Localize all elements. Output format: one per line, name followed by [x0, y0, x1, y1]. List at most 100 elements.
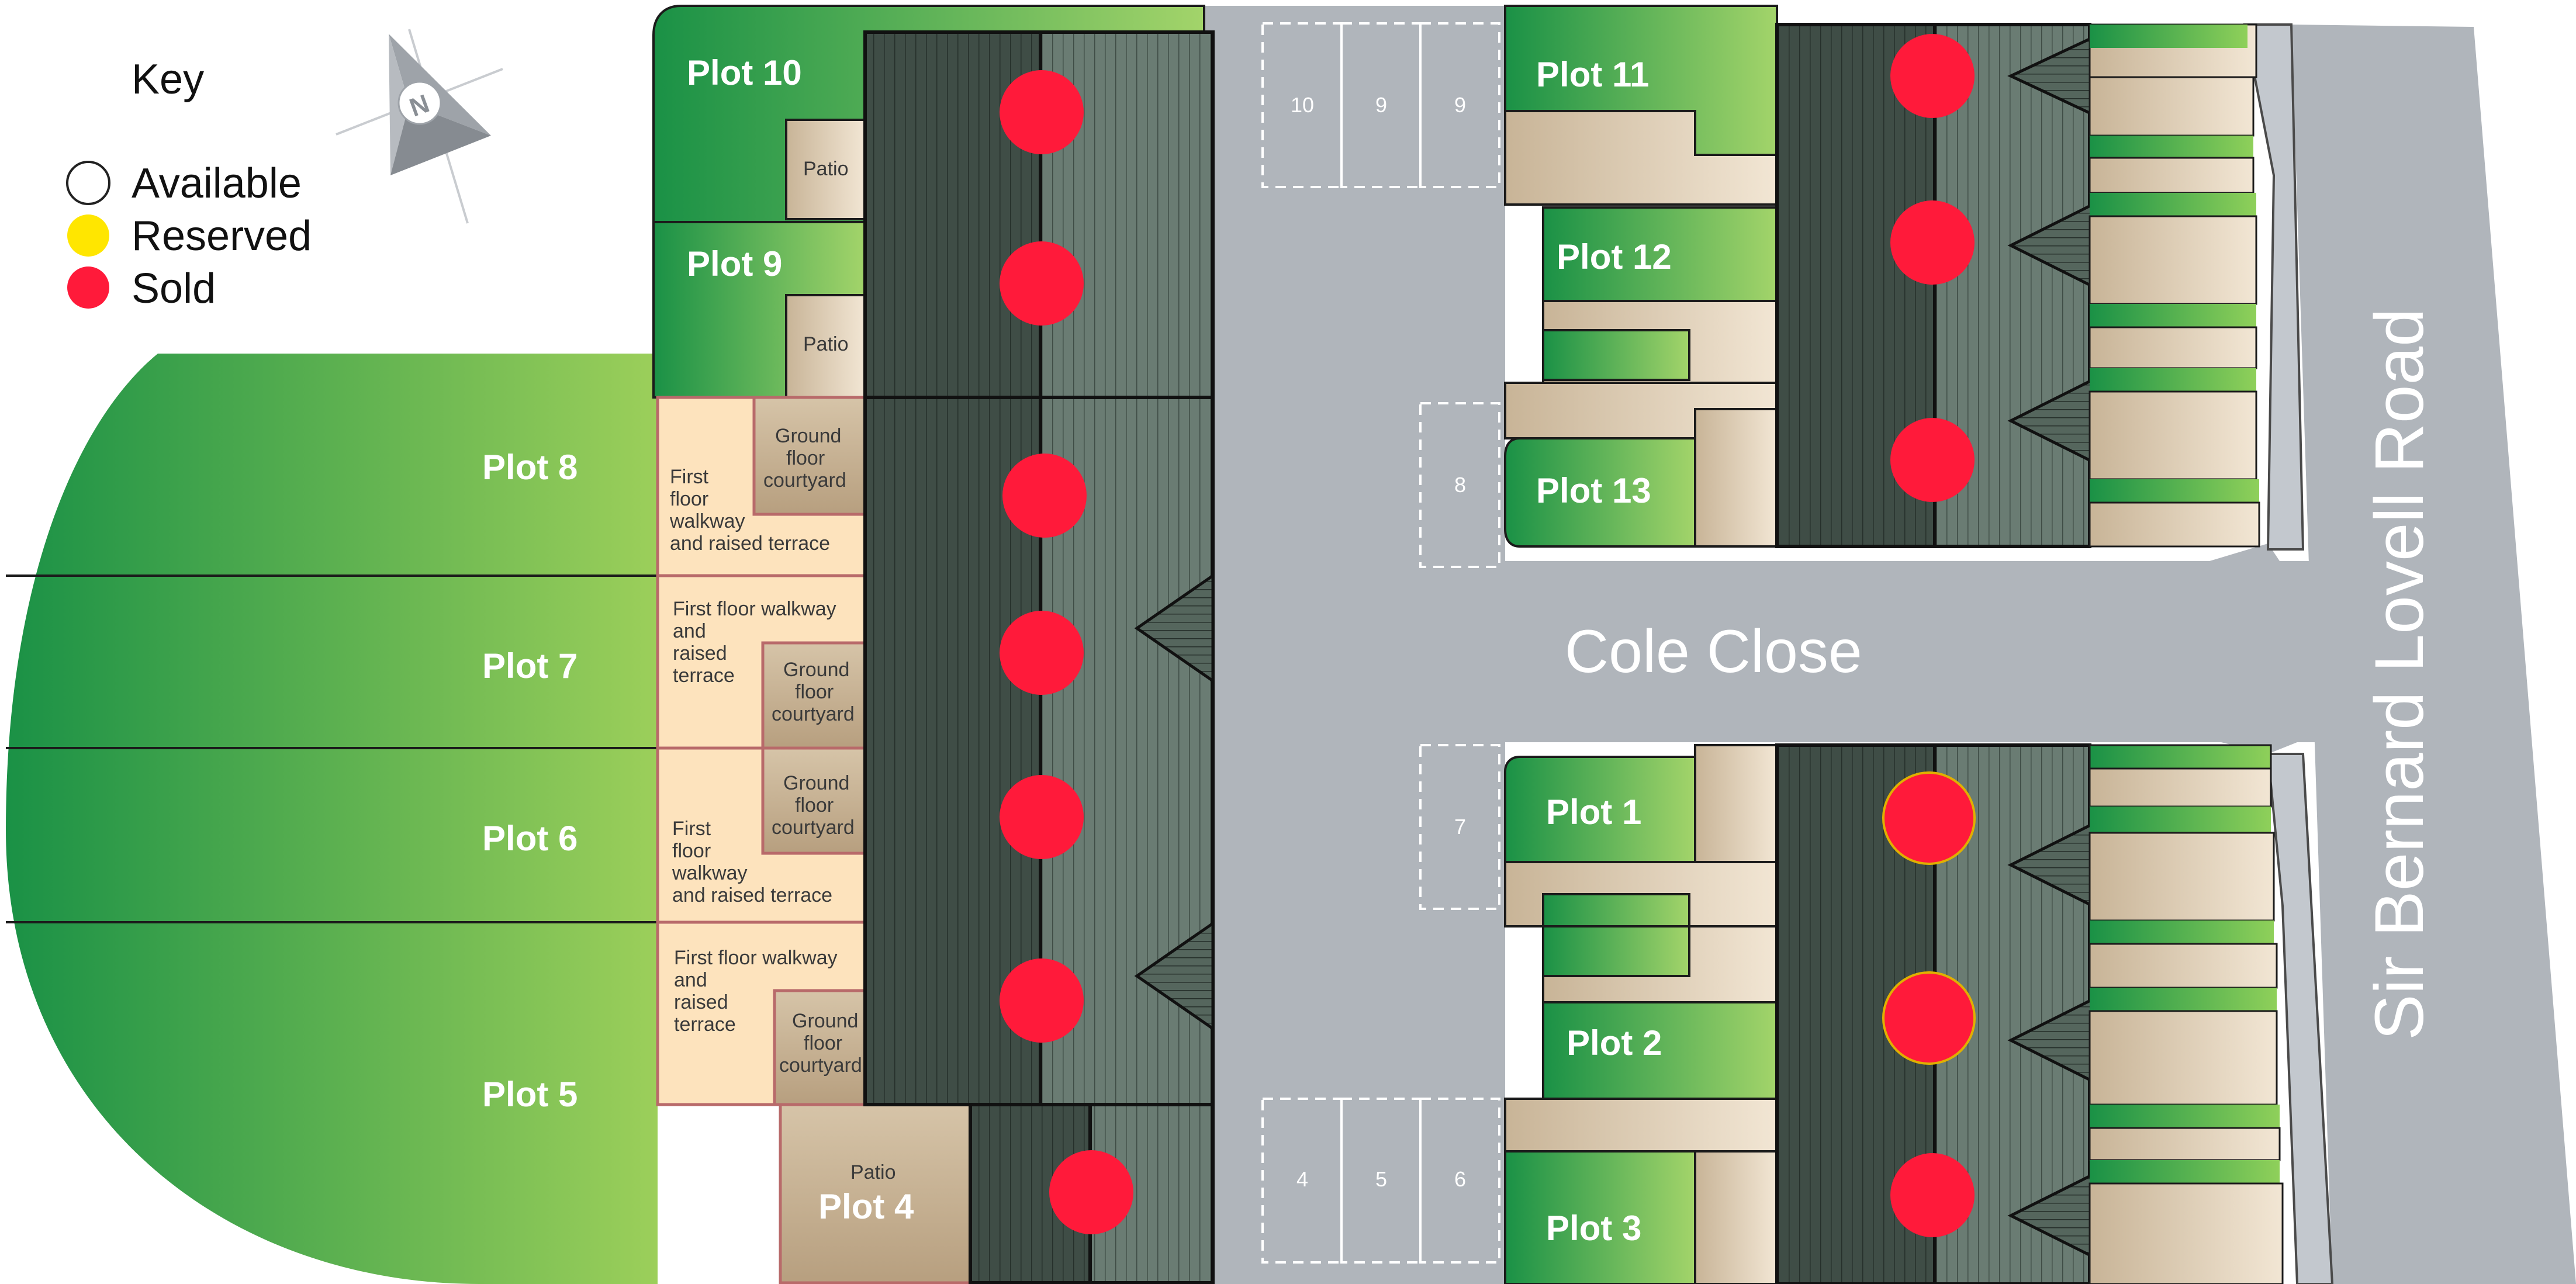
- sold-markers: [1000, 34, 1976, 1237]
- sold-marker-plot-8: [1002, 454, 1087, 538]
- svg-text:courtyard: courtyard: [772, 816, 855, 839]
- svg-text:and: and: [673, 620, 706, 642]
- patio-plot-13b: [1694, 408, 1778, 548]
- key-swatch-sold: [67, 267, 109, 309]
- svg-text:and: and: [674, 969, 707, 991]
- courtyard-label-plot-7: Ground floor courtyard: [772, 659, 855, 725]
- courtyard-plot-8: [752, 396, 867, 516]
- sold-marker-plot-12: [1890, 200, 1975, 285]
- strip-plot-1: [1542, 893, 1690, 927]
- road-verge-bottom: [2266, 753, 2334, 1284]
- courtyard-label-plot-8: Ground floor courtyard: [763, 425, 846, 492]
- garden-plot-13: [1504, 437, 1696, 548]
- road-cole-close: [1204, 6, 2332, 1284]
- key-legend: Key Available Reserved Sold: [66, 56, 312, 312]
- walkway-label-plot-7: First floor walkway and raised terrace: [673, 598, 836, 687]
- parking-space-label: 4: [1296, 1167, 1308, 1191]
- walkway-label-plot-5: First floor walkway and raised terrace: [674, 947, 838, 1036]
- svg-text:floor: floor: [786, 447, 825, 469]
- plot-label-5[interactable]: Plot 5: [482, 1075, 578, 1114]
- svg-text:First floor walkway: First floor walkway: [673, 598, 836, 620]
- plot-label-1[interactable]: Plot 1: [1546, 792, 1641, 832]
- plot-label-7[interactable]: Plot 7: [482, 646, 578, 686]
- plot-label-2[interactable]: Plot 2: [1567, 1023, 1662, 1062]
- plot-label-4[interactable]: Plot 4: [818, 1187, 914, 1226]
- patio-plot-3: [1504, 1098, 1778, 1153]
- parking-spaces: [1261, 22, 1500, 1264]
- parking-space-label: 9: [1454, 93, 1466, 117]
- garden-plot-2: [1542, 1001, 1778, 1100]
- parking-space-label: 10: [1291, 93, 1314, 117]
- key-swatch-reserved: [67, 214, 109, 257]
- sold-marker-plot-13: [1890, 418, 1975, 502]
- strip-plot-2: [1542, 925, 1690, 977]
- courtyard-plot-6: [761, 746, 867, 855]
- sold-marker-plot-2: [1882, 971, 1976, 1065]
- back-gardens-bottom-right: [2089, 744, 2284, 1284]
- plot-label-13[interactable]: Plot 13: [1536, 471, 1651, 510]
- parking-space-label: 8: [1454, 473, 1466, 497]
- sold-marker-plot-7: [1000, 611, 1084, 695]
- svg-text:raised: raised: [673, 642, 727, 665]
- sold-marker-plot-9: [1000, 241, 1084, 326]
- svg-text:First: First: [672, 818, 711, 840]
- svg-text:Ground: Ground: [783, 659, 849, 681]
- road-sir-bernard-lovell: [2291, 25, 2576, 1284]
- plot-label-10[interactable]: Plot 10: [687, 53, 802, 92]
- sold-marker-plot-11: [1890, 34, 1975, 118]
- road-verge-top: [2243, 23, 2305, 551]
- courtyard-label-plot-5: Ground floor courtyard: [779, 1010, 862, 1077]
- key-label-sold: Sold: [132, 265, 216, 312]
- sold-marker-plot-6: [1000, 775, 1084, 859]
- plot-label-9[interactable]: Plot 9: [687, 244, 782, 283]
- road-label-sir-bernard-lovell: Sir Bernard Lovell Road: [2361, 308, 2438, 1040]
- patio-plot-10: [785, 119, 866, 220]
- parking-space-label: 7: [1454, 815, 1466, 839]
- north-compass-icon: N: [336, 29, 503, 224]
- svg-text:Ground: Ground: [775, 425, 841, 447]
- svg-text:walkway: walkway: [669, 510, 745, 532]
- patio-plot-3b: [1694, 1150, 1778, 1284]
- back-gardens-top-right: [2089, 23, 2260, 548]
- svg-text:and raised terrace: and raised terrace: [672, 884, 832, 906]
- garden-plots-5-8: [6, 354, 658, 1284]
- plot-label-3[interactable]: Plot 3: [1546, 1209, 1641, 1248]
- sold-marker-plot-5: [1000, 958, 1084, 1043]
- strip-plot-12: [1542, 329, 1690, 381]
- svg-text:terrace: terrace: [673, 665, 735, 687]
- parking-space-label: 5: [1375, 1167, 1387, 1191]
- patio-label: Patio: [803, 158, 849, 180]
- svg-text:Ground: Ground: [783, 772, 849, 794]
- key-title: Key: [132, 56, 204, 103]
- key-label-reserved: Reserved: [132, 213, 312, 259]
- patio-label: Patio: [850, 1161, 896, 1183]
- plot-label-11[interactable]: Plot 11: [1536, 55, 1649, 94]
- svg-text:floor: floor: [795, 794, 834, 816]
- svg-text:courtyard: courtyard: [763, 469, 846, 492]
- sold-marker-plot-1: [1882, 771, 1976, 865]
- sold-marker-plot-4: [1049, 1150, 1133, 1234]
- svg-text:First floor walkway: First floor walkway: [674, 947, 838, 969]
- walkway-label-plot-6: First floor walkway and raised terrace: [672, 818, 832, 906]
- svg-text:floor: floor: [795, 681, 834, 703]
- svg-text:First: First: [670, 466, 709, 488]
- svg-text:courtyard: courtyard: [779, 1054, 862, 1077]
- svg-text:floor: floor: [672, 840, 711, 862]
- svg-text:Ground: Ground: [792, 1010, 858, 1032]
- svg-text:and raised terrace: and raised terrace: [670, 532, 830, 555]
- walkway-label-plot-8: First floor walkway and raised terrace: [669, 466, 830, 555]
- sold-marker-plot-10: [1000, 70, 1084, 154]
- svg-text:courtyard: courtyard: [772, 703, 855, 725]
- courtyard-label-plot-6: Ground floor courtyard: [772, 772, 855, 839]
- key-label-available: Available: [132, 160, 302, 207]
- road-label-cole-close: Cole Close: [1565, 618, 1862, 686]
- key-swatch-available: [66, 161, 110, 205]
- parking-space-label: 9: [1375, 93, 1387, 117]
- svg-text:raised: raised: [674, 991, 728, 1013]
- garden-plot-3: [1504, 1150, 1696, 1284]
- sold-marker-plot-3: [1890, 1153, 1975, 1237]
- plot-label-6[interactable]: Plot 6: [482, 819, 578, 858]
- garden-plot-12: [1542, 206, 1778, 302]
- plot-label-12[interactable]: Plot 12: [1557, 237, 1672, 276]
- plot-label-8[interactable]: Plot 8: [482, 448, 578, 487]
